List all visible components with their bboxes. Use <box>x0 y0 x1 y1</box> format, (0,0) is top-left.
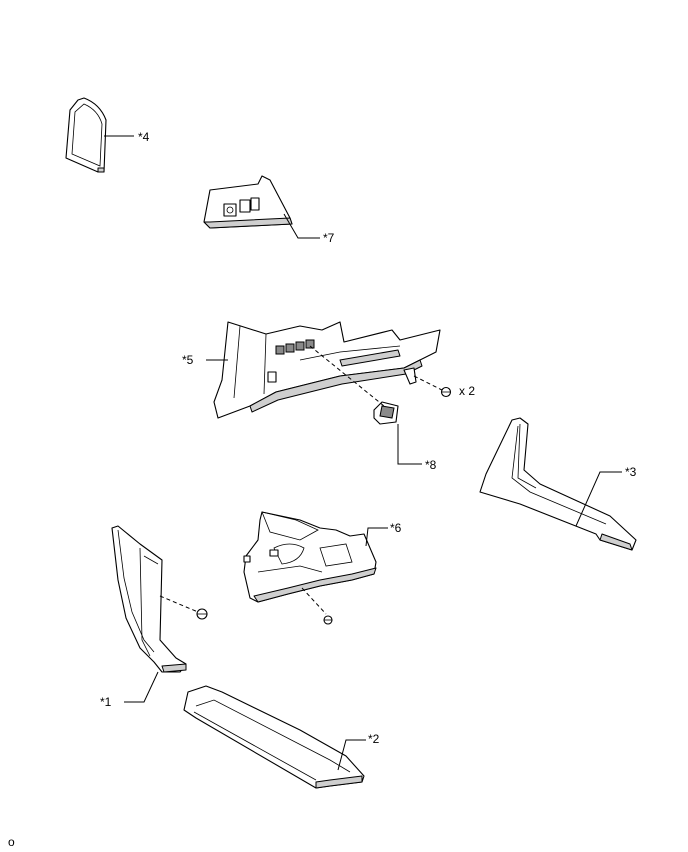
callout-4: *4 <box>138 130 150 144</box>
callout-6: *6 <box>390 521 402 535</box>
callout-7: *7 <box>323 231 335 245</box>
clip-part-5 <box>440 386 452 398</box>
clip-part-1 <box>196 608 208 620</box>
part-5-lower-panel <box>213 321 441 419</box>
part-2-scuff-plate <box>183 685 365 789</box>
quantity-label: x 2 <box>459 384 475 398</box>
installation-dashed-lines <box>159 345 443 615</box>
callout-5: *5 <box>182 353 194 367</box>
part-8-switch <box>373 401 399 425</box>
callout-3: *3 <box>625 465 637 479</box>
clip-part-6 <box>323 615 333 625</box>
part-4-corner-cover <box>65 97 107 173</box>
callout-2: *2 <box>368 732 380 746</box>
callout-8: *8 <box>425 458 437 472</box>
callout-1: *1 <box>100 695 112 709</box>
part-6-center-panel <box>243 511 377 603</box>
part-3-kick-plate <box>479 417 637 551</box>
corner-mark: o <box>8 835 15 849</box>
part-1-pillar-garnish <box>111 525 187 673</box>
part-7-switch-panel <box>203 175 293 229</box>
leader-lines <box>104 135 622 771</box>
